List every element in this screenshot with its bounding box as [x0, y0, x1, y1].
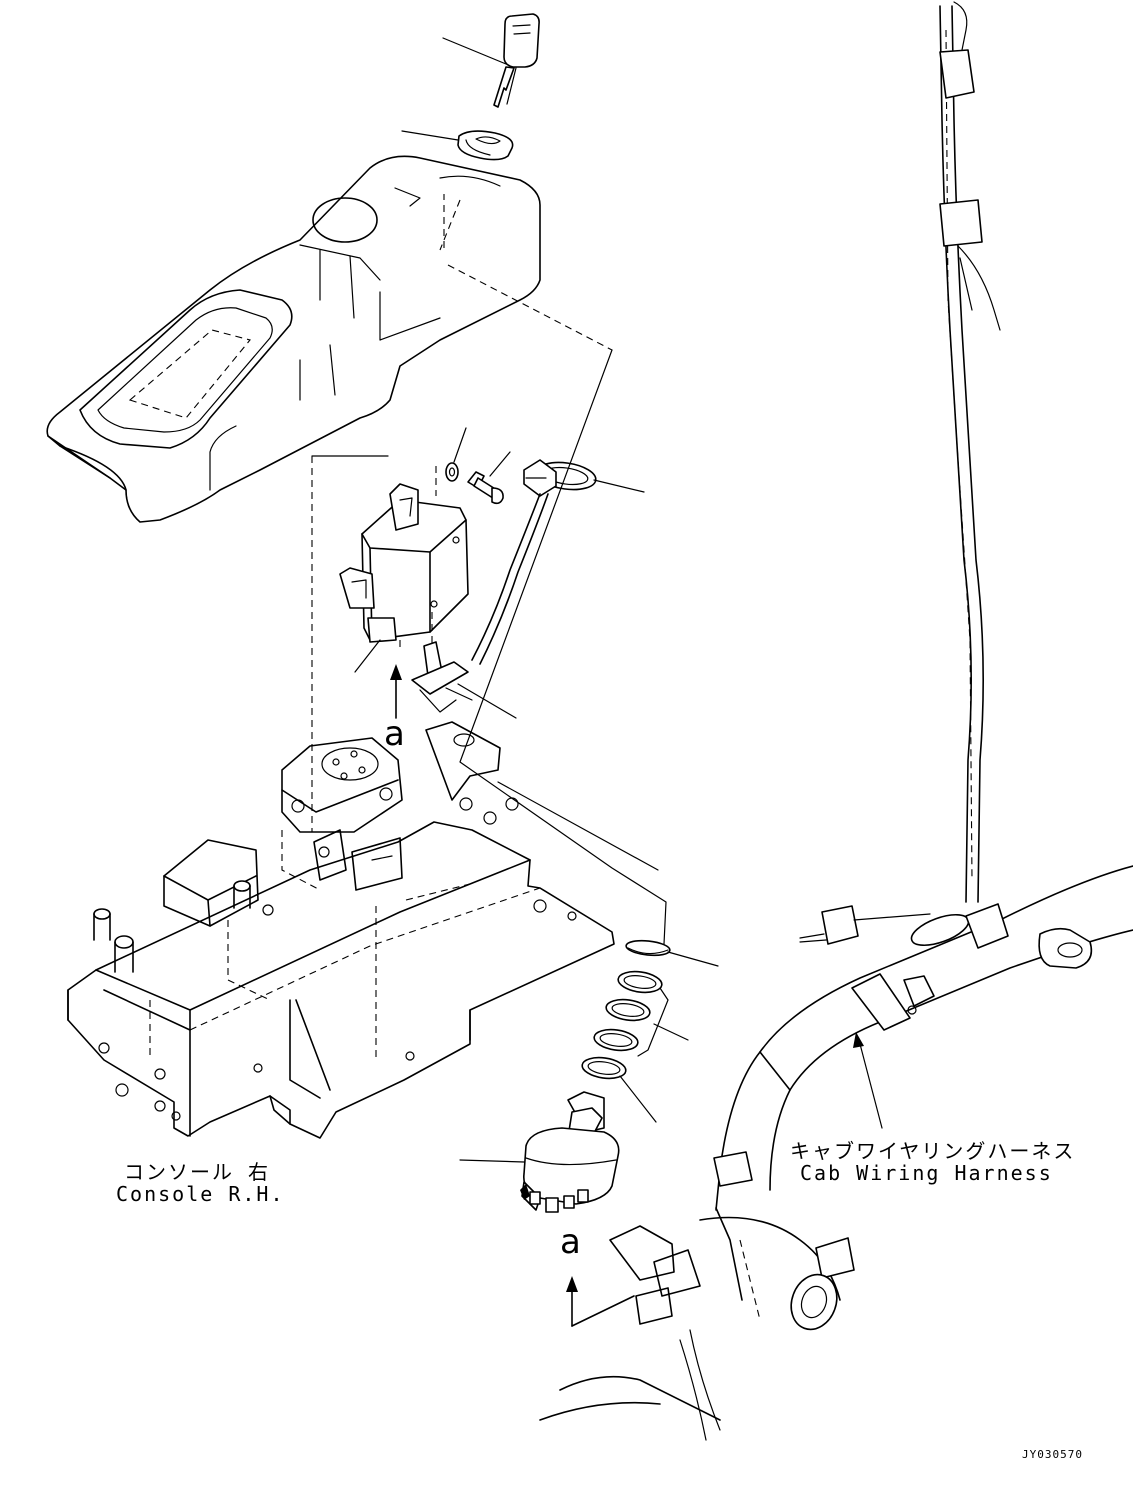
- guide-relay-down: [399, 612, 433, 652]
- nut-part: [625, 939, 671, 957]
- relay-box-part: [339, 483, 469, 643]
- view-a-label-lower: a: [560, 1222, 581, 1262]
- console-cover: [46, 155, 541, 523]
- view-a-label-upper: a: [384, 714, 405, 754]
- leader-bolt: [489, 451, 511, 477]
- leader-spacers: [637, 987, 689, 1057]
- leader-nut: [667, 951, 719, 967]
- starting-switch-part: [520, 1091, 620, 1213]
- console-label-jp: コンソール 右: [124, 1160, 271, 1184]
- cable: [471, 493, 541, 661]
- key-part: [493, 13, 540, 108]
- leader-key: [442, 37, 507, 65]
- harness-label-en: Cab Wiring Harness: [800, 1161, 1053, 1185]
- leader-cap: [401, 130, 459, 141]
- harness-label-jp: キャブワイヤリングハーネス: [790, 1139, 1076, 1163]
- key-ring-cap-part: [457, 130, 514, 161]
- leader-switch: [459, 1159, 525, 1163]
- cable-b: [479, 493, 549, 665]
- console-label-en: Console R.H.: [116, 1182, 285, 1206]
- connector-ring-part: [523, 459, 597, 497]
- guide-cover-hole: [439, 199, 613, 351]
- guide-plate-to-nut: [497, 781, 659, 871]
- leader-washer: [453, 427, 467, 463]
- cab-wiring-harness-part: [539, 1, 1133, 1441]
- leader-ring: [593, 479, 645, 493]
- leader-clamp: [457, 683, 517, 719]
- view-arrow-lower: [566, 1276, 635, 1327]
- spacer-stack-part: [581, 970, 663, 1080]
- wire-clamp-part: [411, 641, 473, 713]
- bolt-part: [467, 471, 504, 505]
- leader-relay: [354, 639, 381, 673]
- guide-cover-to-switch: [459, 349, 667, 955]
- console-frame: [67, 721, 615, 1139]
- harness-leader: [853, 1032, 883, 1129]
- drawing-code: JY030570: [1022, 1448, 1083, 1461]
- leader-lower-spacer: [619, 1075, 657, 1123]
- washer-part: [445, 462, 459, 482]
- view-arrow-upper: [390, 664, 402, 719]
